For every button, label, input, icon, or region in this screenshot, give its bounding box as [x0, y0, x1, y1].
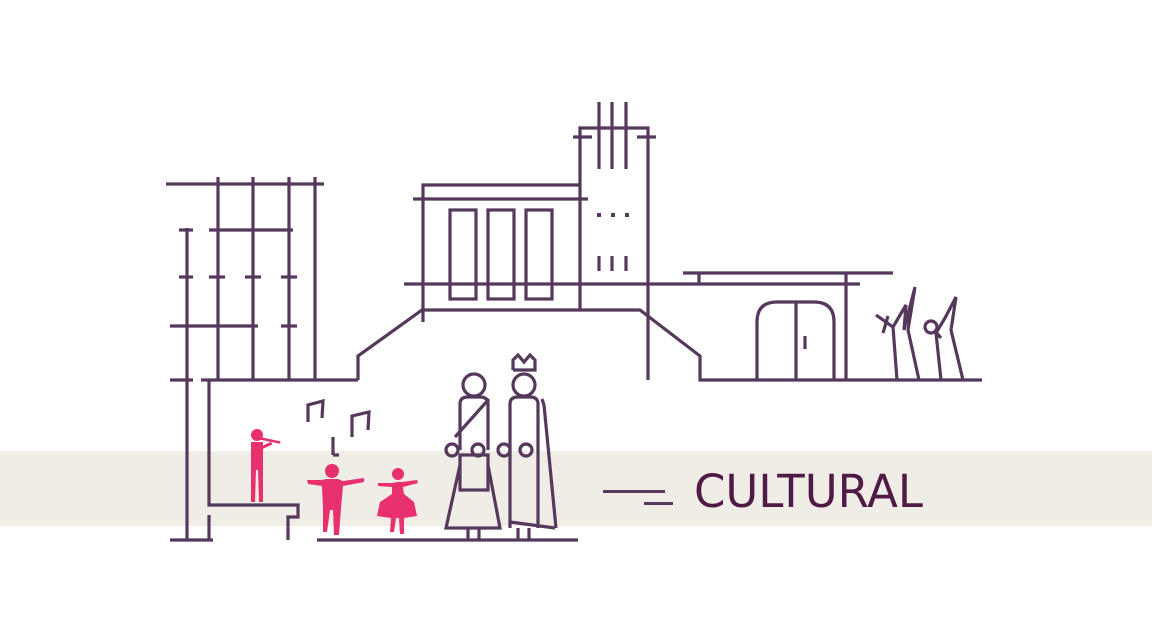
arched-door-pavilion — [683, 271, 893, 380]
flute-player — [251, 429, 281, 502]
museum-building — [356, 183, 982, 382]
dash-line-long — [603, 490, 665, 493]
scaffold-building — [166, 177, 358, 542]
category-label: CULTURAL — [694, 465, 923, 518]
dancing-child — [307, 464, 364, 535]
dancing-girl — [377, 468, 418, 534]
king-figure — [496, 352, 558, 540]
horizontal-band — [0, 451, 1152, 526]
dash-line-short — [644, 502, 673, 505]
tower — [573, 102, 656, 380]
sculptures — [875, 286, 965, 381]
pilgrim-figure — [444, 372, 502, 540]
music-notes — [306, 398, 371, 457]
tower-dots — [597, 213, 629, 217]
